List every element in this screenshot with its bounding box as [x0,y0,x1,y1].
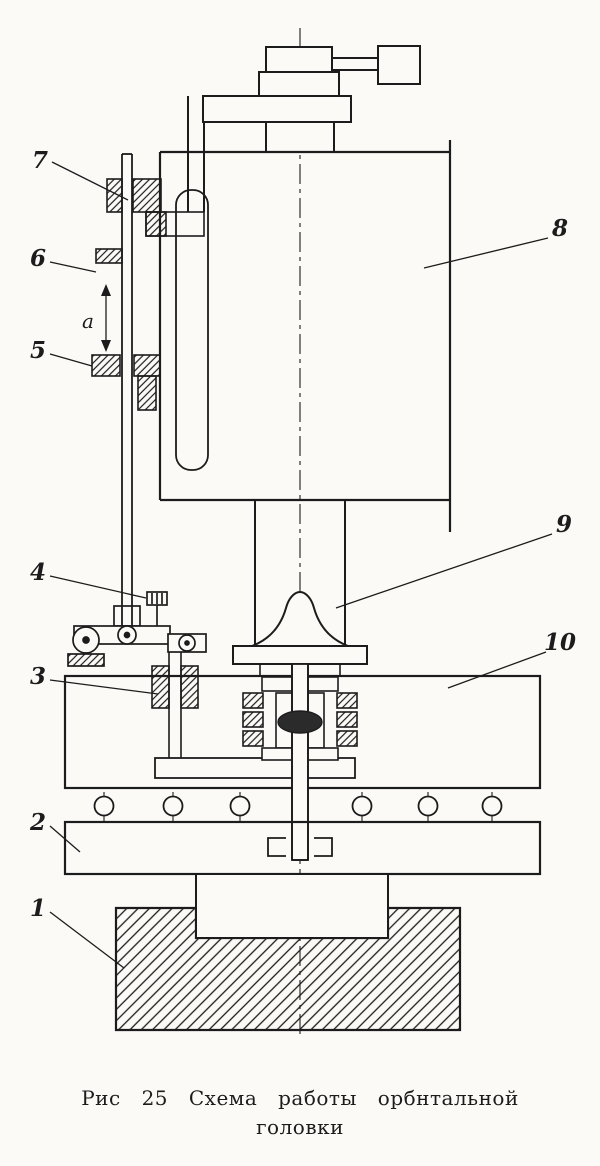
top-drive-assembly [187,45,421,212]
part-label-7: 7 [32,147,48,174]
pull-rod [121,153,133,636]
dimension-a-label: a [82,309,94,333]
ball-row [93,792,503,822]
stop-bolt-part6 [95,248,123,264]
leader-lines [49,161,553,969]
dimension-a [101,284,111,352]
caption-line-1: Рис 25 Схема работы орбнтальной [81,1086,519,1110]
lever-assembly [67,591,207,667]
central-shaft [267,663,333,861]
part-label-8: 8 [551,215,568,242]
upper-bracket-part7 [106,178,205,237]
figure-caption: Рис 25 Схема работы орбнтальной головки [0,1086,600,1139]
bell-part9 [232,591,368,677]
inner-plate [154,757,356,779]
part-label-4: 4 [30,559,46,586]
part-label-10: 10 [544,629,576,656]
part-label-9: 9 [556,511,572,538]
caption-line-2: головки [256,1115,344,1139]
spring-part3 [151,652,199,758]
part-label-2: 2 [29,809,46,836]
machine-base-part1 [114,873,462,1032]
spindle-neck [254,500,346,646]
part-label-3: 3 [30,663,46,690]
lower-flange-part5 [91,354,161,411]
part-label-6: 6 [30,245,46,272]
part-label-1: 1 [30,895,46,922]
part-label-5: 5 [30,337,46,364]
